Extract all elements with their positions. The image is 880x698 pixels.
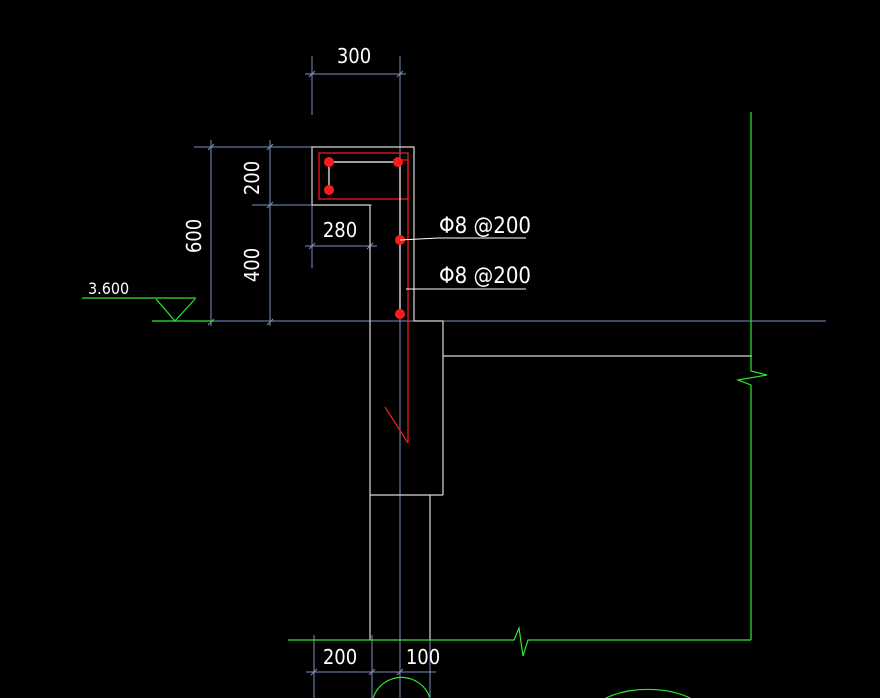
dim-bottom-left: 200 (323, 645, 357, 669)
dimension-lines (194, 56, 826, 698)
dim-inner-width: 280 (323, 218, 357, 242)
dim-web-height: 400 (240, 248, 264, 282)
elevation-label: 3.600 (88, 279, 129, 298)
dim-flange-height: 200 (240, 161, 264, 195)
rebar-note-2: Φ8 @200 (439, 264, 531, 289)
concrete-outline (311, 146, 752, 640)
rebar-dot (324, 185, 334, 195)
rebar-dot (324, 157, 334, 167)
rebar-note-1: Φ8 @200 (439, 214, 531, 239)
dim-total-height: 600 (182, 219, 206, 253)
dim-top-width: 300 (337, 44, 371, 68)
rebar (318, 152, 409, 444)
rebar-dot (393, 157, 403, 167)
dim-bottom-right: 100 (406, 645, 440, 669)
rebar-dot (395, 309, 405, 319)
leader-lines (399, 237, 526, 290)
ground-lines (82, 112, 768, 698)
